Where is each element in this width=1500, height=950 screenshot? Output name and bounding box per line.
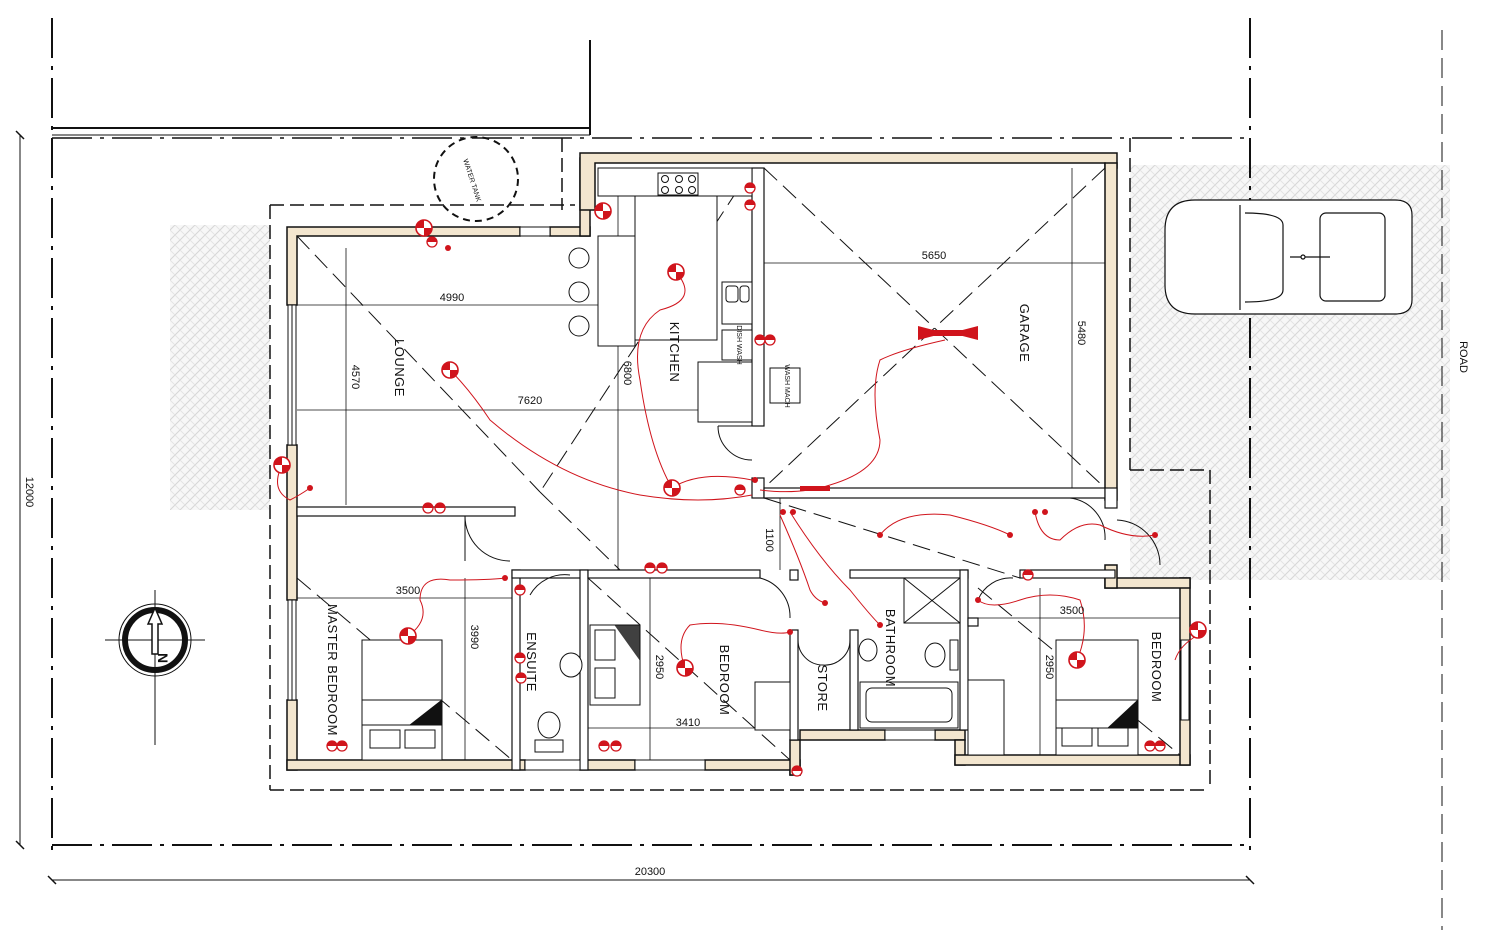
dim-garage-width: 5650 (922, 250, 946, 262)
room-kitchen: KITCHEN (667, 322, 682, 383)
water-tank-label: WATER TANK (461, 158, 481, 203)
kitchen-fixtures (568, 167, 801, 423)
room-master-bedroom: MASTER BEDROOM (325, 604, 340, 736)
room-store: STORE (815, 664, 830, 711)
dim-bed2-depth: 2950 (653, 655, 665, 679)
room-bedroom-2: BEDROOM (717, 645, 732, 716)
dim-overall-depth: 12000 (23, 477, 35, 508)
dish-washer-label: DISH WASH (735, 325, 742, 364)
dim-hall-width: 1100 (763, 528, 775, 552)
car (1164, 199, 1413, 315)
exterior-walls (286, 152, 1191, 776)
north-compass: N (105, 590, 205, 745)
dim-bed2-width: 3410 (676, 717, 700, 729)
bed-fixtures (361, 577, 1139, 761)
wash-machine-label: WASH MACH (783, 364, 790, 407)
water-tank: WATER TANK (433, 136, 519, 222)
room-bathroom: BATHROOM (883, 609, 898, 687)
site-boundary (15, 18, 1443, 930)
dim-lounge-depth: 4570 (349, 365, 361, 389)
dim-lounge-width: 4990 (440, 292, 464, 304)
electrical-symbols (273, 182, 1207, 777)
dim-living-length: 7620 (518, 395, 542, 407)
north-label: N (155, 653, 171, 663)
dim-master-depth: 3990 (468, 625, 480, 649)
room-lounge: LOUNGE (392, 339, 407, 397)
dimension-lines (297, 168, 1180, 760)
room-ensuite: ENSUITE (524, 632, 539, 692)
road-label: ROAD (1457, 341, 1469, 373)
interior-walls (296, 167, 1118, 771)
dim-master-width: 3500 (396, 585, 420, 597)
dim-bed3-depth: 2950 (1043, 655, 1055, 679)
dim-garage-depth: 5480 (1075, 321, 1087, 345)
dim-overall-width: 20300 (635, 866, 666, 878)
room-bedroom-3: BEDROOM (1149, 632, 1164, 703)
dim-bed3-width: 3500 (1060, 605, 1084, 617)
doors (464, 425, 1161, 666)
windows (287, 226, 1190, 771)
room-labels: LOUNGE KITCHEN GARAGE MASTER BEDROOM ENS… (325, 304, 1164, 736)
dim-kitchen-depth: 6800 (621, 361, 633, 385)
dimension-labels: 4990 4570 7620 6800 5650 5480 1100 3500 … (23, 250, 1469, 878)
room-garage: GARAGE (1017, 304, 1032, 363)
